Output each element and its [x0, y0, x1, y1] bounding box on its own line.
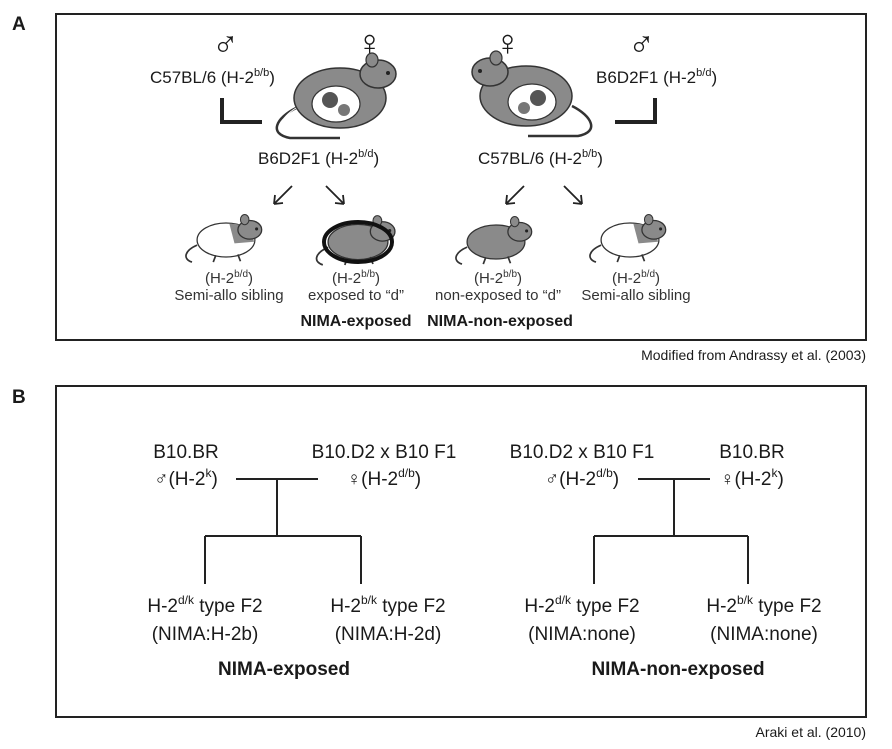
offspring-mouse-outlined	[315, 214, 396, 266]
cross-a1-male-label: C57BL/6 (H-2b/b)	[150, 67, 275, 87]
cross-bracket	[615, 98, 657, 124]
offspring-mouse-gray	[455, 215, 533, 265]
offspring-label: (H-2b/b) non-exposed to “d”	[435, 269, 561, 304]
svg-text:H-2d/k type F2: H-2d/k type F2	[147, 593, 262, 617]
panel-b-letter: B	[12, 387, 26, 408]
pedigree-lines	[204, 478, 362, 584]
group-label-non-exposed: NIMA-non-exposed	[427, 313, 573, 330]
cross-b1-female-haplotype: ♀(H-2d/b)	[347, 466, 421, 490]
panel-b-credit: Araki et al. (2010)	[756, 724, 867, 740]
cross-b1-female-strain: B10.D2 x B10 F1	[312, 442, 457, 463]
cross-a2-male-label: B6D2F1 (H-2b/d)	[596, 67, 717, 87]
offspring-mouse-white	[589, 213, 667, 263]
svg-text:(H-2b/d): (H-2b/d)	[205, 269, 253, 287]
pedigree-lines	[593, 478, 749, 584]
cross-b2-female-strain: B10.BR	[719, 442, 784, 463]
cross-b1-male-strain: B10.BR	[153, 442, 218, 463]
f2-label: H-2b/k type F2 (NIMA:H-2d)	[330, 593, 445, 645]
group-label-exposed: NIMA-exposed	[218, 659, 350, 680]
offspring-label: (H-2b/b) exposed to “d”	[308, 269, 404, 304]
svg-text:(NIMA:H-2d): (NIMA:H-2d)	[335, 624, 442, 645]
svg-text:non-exposed to “d”: non-exposed to “d”	[435, 287, 561, 304]
pregnant-dam-illustration	[275, 52, 397, 140]
cross-bracket	[220, 98, 262, 124]
panel-a-letter: A	[12, 14, 26, 35]
panel-a-frame	[55, 13, 867, 341]
svg-text:H-2b/k type F2: H-2b/k type F2	[706, 593, 821, 617]
svg-text:(H-2b/d): (H-2b/d)	[612, 269, 660, 287]
svg-text:Semi-allo sibling: Semi-allo sibling	[581, 287, 690, 304]
f2-label: H-2b/k type F2 (NIMA:none)	[706, 593, 821, 645]
cross-a1-female-label: B6D2F1 (H-2b/d)	[258, 148, 379, 168]
cross-b2-male-strain: B10.D2 x B10 F1	[510, 442, 655, 463]
panel-a-credit: Modified from Andrassy et al. (2003)	[641, 347, 866, 363]
svg-text:(H-2b/b): (H-2b/b)	[332, 269, 380, 287]
f2-label: H-2d/k type F2 (NIMA:H-2b)	[147, 593, 262, 645]
male-icon: ♂	[212, 22, 239, 63]
svg-text:H-2d/k type F2: H-2d/k type F2	[524, 593, 639, 617]
cross-b1-male-haplotype: ♂(H-2k)	[154, 466, 218, 490]
svg-text:exposed to “d”: exposed to “d”	[308, 287, 404, 304]
cross-b2-male-haplotype: ♂(H-2d/b)	[545, 466, 619, 490]
male-icon: ♂	[628, 22, 655, 63]
svg-text:(NIMA:H-2b): (NIMA:H-2b)	[152, 624, 259, 645]
panel-b-frame	[55, 385, 867, 718]
offspring-label: (H-2b/d) Semi-allo sibling	[581, 269, 690, 304]
offspring-mouse-white	[185, 213, 263, 263]
cross-b2-female-haplotype: ♀(H-2k)	[720, 466, 784, 490]
svg-text:(NIMA:none): (NIMA:none)	[528, 624, 636, 645]
group-label-exposed: NIMA-exposed	[300, 313, 411, 330]
f2-label: H-2d/k type F2 (NIMA:none)	[524, 593, 639, 645]
svg-text:(NIMA:none): (NIMA:none)	[710, 624, 818, 645]
svg-text:(H-2b/b): (H-2b/b)	[474, 269, 522, 287]
offspring-arrows	[273, 185, 583, 205]
pregnant-dam-illustration	[471, 50, 593, 138]
svg-text:Semi-allo sibling: Semi-allo sibling	[174, 287, 283, 304]
group-label-non-exposed: NIMA-non-exposed	[591, 659, 764, 680]
svg-text:H-2b/k type F2: H-2b/k type F2	[330, 593, 445, 617]
cross-a2-female-label: C57BL/6 (H-2b/b)	[478, 148, 603, 168]
offspring-label: (H-2b/d) Semi-allo sibling	[174, 269, 283, 304]
